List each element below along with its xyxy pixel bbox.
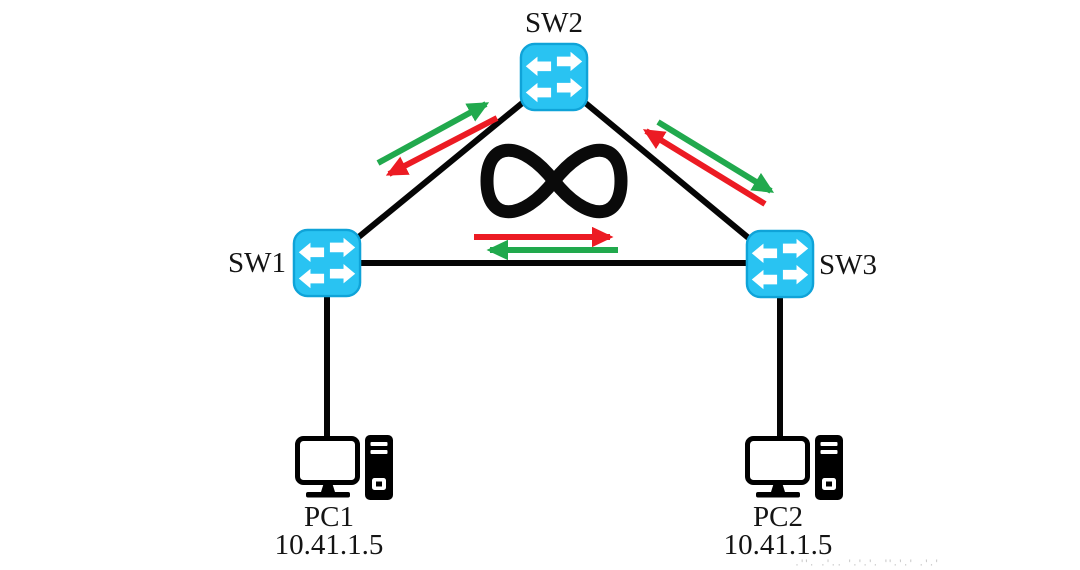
green-arrow-sw1-to-sw2: [376, 101, 490, 166]
link-sw2-sw3: [552, 74, 782, 267]
red-arrow-sw2-to-sw1: [385, 115, 499, 177]
pc1-ip-label: 10.41.1.5: [274, 529, 384, 561]
pc2-ip-label: 10.41.1.5: [723, 529, 833, 561]
pc2-label: PC2: [753, 501, 803, 533]
node-sw2: [519, 42, 589, 117]
node-pc1: [293, 434, 397, 507]
network-switch-icon: [292, 228, 362, 298]
node-sw1: [292, 228, 362, 303]
infinity-loop-icon: [480, 143, 628, 219]
sw2-label: SW2: [525, 7, 583, 39]
network-switch-icon: [745, 229, 815, 299]
red-arrow-sw3-to-sw2: [642, 128, 767, 207]
sw3-label: SW3: [819, 249, 877, 281]
network-switch-icon: [519, 42, 589, 112]
watermark-partial-text: ·''· ·'·· '·'·'· ''·'·' ·'·': [795, 557, 940, 570]
pc1-label: PC1: [304, 501, 354, 533]
desktop-pc-icon: [745, 435, 843, 500]
desktop-pc-icon: [295, 435, 393, 500]
node-pc2: [743, 434, 847, 507]
node-sw3: [745, 229, 815, 304]
sw1-label: SW1: [228, 247, 286, 279]
green-arrow-sw2-to-sw3: [656, 119, 775, 194]
link-sw1-sw2: [325, 74, 556, 266]
